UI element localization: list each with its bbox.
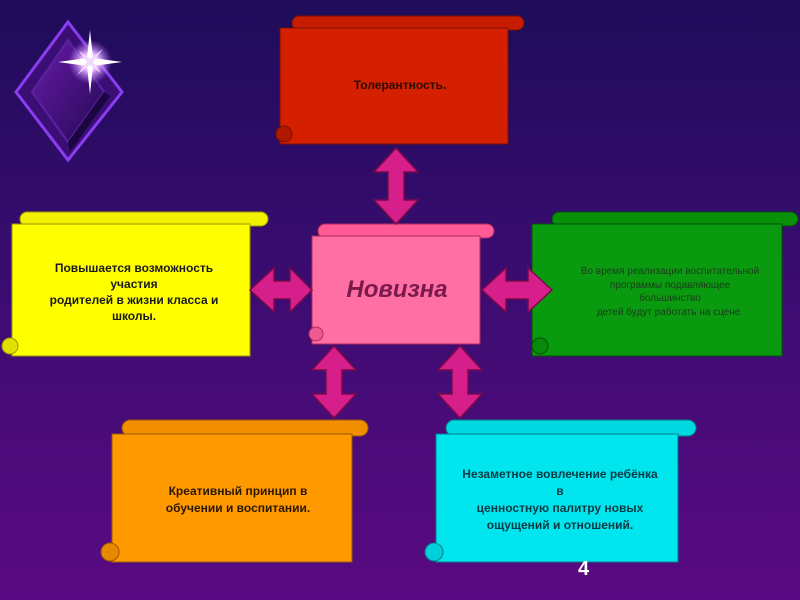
center-title: Новизна [346,276,448,303]
star-icon [58,30,122,94]
node-bottom-right-scroll [424,419,697,563]
node-bottom-right-text: Незаметное вовлечение ребёнка в ценностн… [462,467,658,532]
node-bottom-left-text: Креативный принцип в обучении и воспитан… [165,484,311,515]
node-left-scroll [1,211,269,357]
arrow-center-bottom-right [436,344,484,420]
arrow-center-right [480,266,554,314]
arrow-center-top [372,146,420,226]
arrow-center-bottom-left [310,344,358,420]
node-left-text: Повышается возможность участия родителей… [49,260,219,324]
node-right-scroll [531,211,799,357]
node-top-scroll [275,15,525,145]
diamond-logo [14,19,124,163]
node-right-text: Во время реализации воспитательной прогр… [580,266,760,318]
arrow-center-left [248,266,314,314]
page-number: 4 [578,558,590,580]
node-top-text: Толерантность. [353,78,447,92]
node-bottom-left-scroll [100,419,369,563]
node-center-scroll [308,223,495,345]
